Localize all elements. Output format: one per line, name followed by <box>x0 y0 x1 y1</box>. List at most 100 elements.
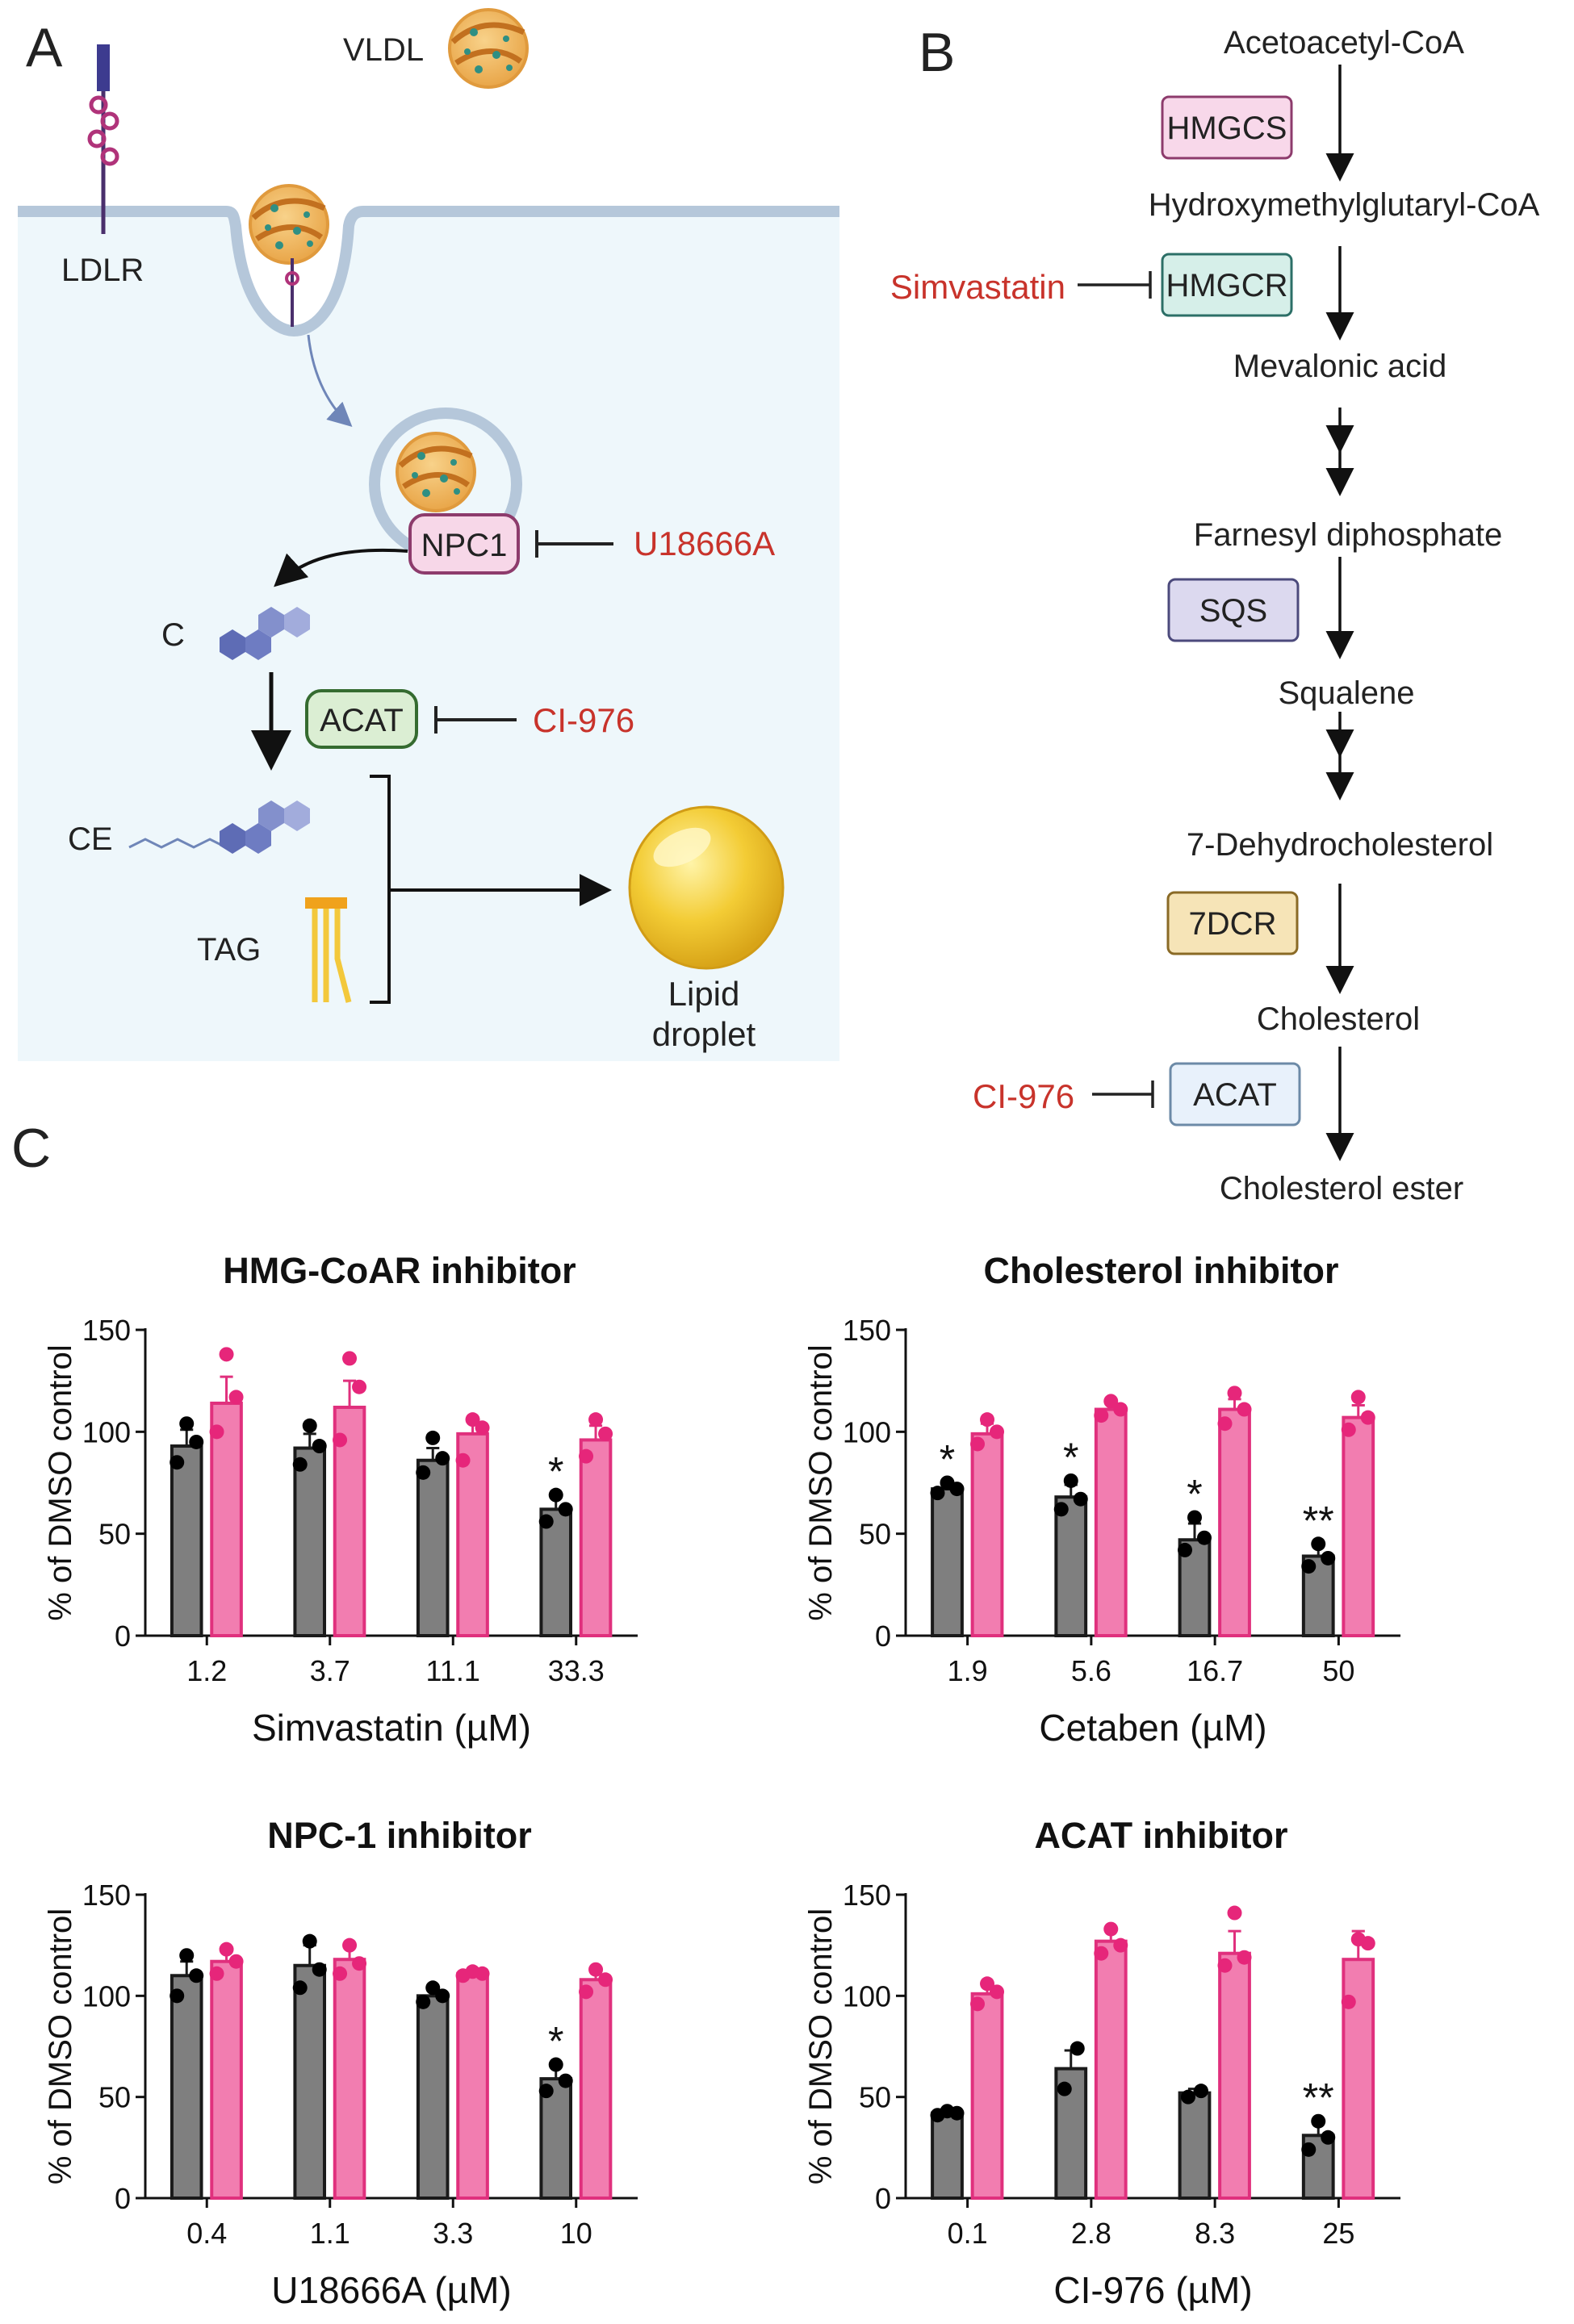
x-tick-label: 8.3 <box>1195 2217 1235 2250</box>
data-point <box>1103 1921 1119 1937</box>
data-point <box>1301 2142 1317 2157</box>
data-point <box>558 2073 573 2088</box>
data-point <box>538 2084 554 2099</box>
enzyme-label-7dcr: 7DCR <box>1189 906 1277 942</box>
x-tick-label: 0.4 <box>186 2217 227 2250</box>
transport-arrow <box>307 334 353 428</box>
x-tick-label: 3.7 <box>310 1654 350 1687</box>
data-point <box>228 1954 244 1969</box>
significance-annotation: * <box>940 1437 955 1482</box>
data-point <box>292 1980 308 1996</box>
npc1-box <box>408 513 520 575</box>
bar <box>333 1958 366 2201</box>
data-point <box>1094 1408 1109 1423</box>
y-tick-label: 100 <box>843 1979 891 2013</box>
data-point <box>170 1455 185 1470</box>
bar <box>1054 1495 1088 1637</box>
y-tick-label: 50 <box>859 1518 891 1551</box>
data-point <box>1227 1386 1242 1401</box>
data-point <box>1094 1946 1109 1961</box>
y-axis-label: % of DMSO control <box>43 1344 78 1620</box>
data-point <box>465 1412 480 1427</box>
y-tick-label: 0 <box>875 1620 891 1653</box>
tag-icon <box>305 897 352 1003</box>
data-point <box>352 1956 367 1971</box>
data-point <box>1237 1950 1252 1965</box>
data-point <box>1321 2130 1336 2145</box>
npc1-to-c-arrow <box>274 548 408 587</box>
bar <box>970 1432 1004 1637</box>
enzyme-box-sqs <box>1167 578 1300 642</box>
y-tick-label: 150 <box>82 1314 131 1347</box>
pathway-step-6: Cholesterol <box>1257 1001 1420 1037</box>
bar <box>170 1444 203 1638</box>
data-point <box>342 1351 358 1366</box>
enzyme-box-hmgcr <box>1161 253 1293 317</box>
data-point <box>588 1962 604 1977</box>
panel-b-label: B <box>919 22 955 83</box>
acat-label: ACAT <box>320 703 404 738</box>
x-tick-label: 1.9 <box>948 1654 988 1687</box>
c-label: C <box>161 617 185 653</box>
bar-chart-0: HMG-CoAR inhibitor% of DMSO control05010… <box>43 1250 638 1749</box>
y-axis-label: % of DMSO control <box>43 1908 78 2184</box>
pathway-step-0: Acetoacetyl-CoA <box>1224 25 1464 61</box>
vldl-label: VLDL <box>343 32 424 68</box>
data-point <box>970 1436 986 1452</box>
data-point <box>312 1962 327 1977</box>
data-point <box>425 1980 441 1996</box>
data-point <box>179 1416 195 1432</box>
data-point <box>1227 1905 1242 1921</box>
y-axis-label: % of DMSO control <box>803 1908 839 2184</box>
data-point <box>1217 1958 1233 1973</box>
data-point <box>416 1994 431 2009</box>
data-point <box>1360 1410 1375 1425</box>
data-point <box>970 1996 986 2012</box>
data-point <box>980 1412 995 1427</box>
npc1-label: NPC1 <box>421 528 508 563</box>
enzyme-label-hmgcs: HMGCS <box>1167 111 1287 146</box>
chart-title: NPC-1 inhibitor <box>267 1815 531 1856</box>
data-point <box>1350 1932 1366 1947</box>
bar-chart-1: Cholesterol inhibitor% of DMSO control05… <box>803 1250 1400 1749</box>
bar-chart-3: ACAT inhibitor% of DMSO control050100150… <box>803 1815 1400 2311</box>
panel-b: B Simvastatin CI-976 Acetoacetyl-CoAHydr… <box>890 22 1540 1206</box>
ldlr-label: LDLR <box>61 253 144 288</box>
ce-fatty-chain <box>128 838 227 849</box>
x-axis-label: Simvastatin (µM) <box>252 1707 531 1749</box>
y-tick-label: 100 <box>82 1979 131 2013</box>
data-point <box>548 1487 563 1503</box>
pathway-step-7: Cholesterol ester <box>1220 1171 1463 1206</box>
data-point <box>302 1933 317 1949</box>
x-tick-label: 0.1 <box>948 2217 988 2250</box>
panel-a-label: A <box>26 17 63 78</box>
data-point <box>435 1988 450 2004</box>
data-point <box>1196 1530 1212 1545</box>
data-point <box>1180 2089 1195 2105</box>
data-point <box>1103 1394 1119 1409</box>
bar <box>293 1446 327 1637</box>
data-point <box>1301 1559 1317 1574</box>
x-tick-label: 5.6 <box>1071 1654 1111 1687</box>
enzyme-label-hmgcr: HMGCR <box>1166 268 1287 303</box>
x-tick-label: 50 <box>1322 1654 1354 1687</box>
lipid-droplet-label-1: Lipid <box>668 975 740 1013</box>
data-point <box>1237 1402 1252 1417</box>
data-point <box>940 1475 955 1490</box>
data-point <box>990 1424 1005 1440</box>
bar <box>1094 1407 1128 1638</box>
ci976-label-a: CI-976 <box>533 701 634 739</box>
data-point <box>475 1420 490 1436</box>
data-point <box>1177 1542 1192 1557</box>
y-tick-label: 150 <box>843 1879 891 1912</box>
significance-annotation: * <box>1063 1435 1078 1480</box>
enzyme-label-sqs: SQS <box>1199 593 1267 629</box>
data-point <box>579 1448 594 1464</box>
y-tick-label: 50 <box>859 2081 891 2114</box>
chart-title: ACAT inhibitor <box>1034 1815 1287 1856</box>
data-point <box>333 1432 348 1448</box>
bar <box>1178 2091 1212 2200</box>
data-point <box>209 1966 224 1981</box>
x-axis-label: Cetaben (µM) <box>1039 1707 1266 1749</box>
